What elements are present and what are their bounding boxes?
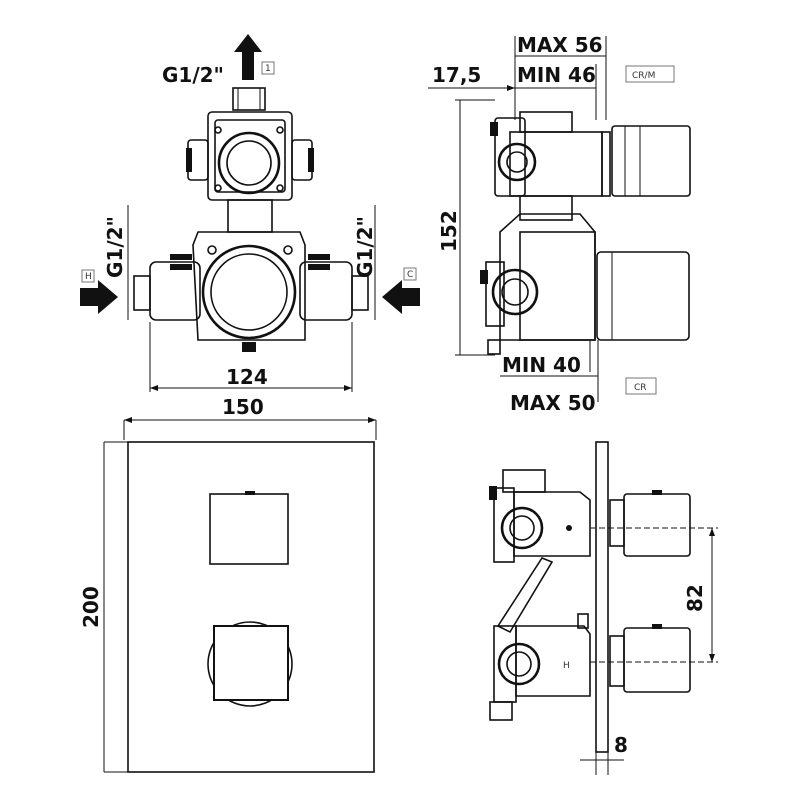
max-depth-top-label: MAX 56: [517, 33, 603, 57]
arrow-left-icon: [382, 280, 420, 314]
plate-width-label: 150: [222, 395, 264, 419]
cover-plate-side-view: H 82 8: [489, 441, 718, 775]
right-thread-label: G1/2": [353, 216, 377, 278]
valve-body-side-view: MAX 56 MIN 46 17,5 CR/M 152: [428, 33, 691, 415]
hot-inlet-tag: H: [85, 272, 92, 282]
side-depth-label: 17,5: [432, 63, 481, 87]
min-depth-top-label: MIN 46: [517, 63, 596, 87]
valve-body-front-view: 1 G1/2": [80, 34, 420, 392]
top-thread-label: G1/2": [162, 63, 224, 87]
outlet-number-label: 1: [265, 64, 271, 74]
max-depth-bottom-label: MAX 50: [510, 391, 596, 415]
body-width-label: 124: [226, 365, 268, 389]
side-height-label: 152: [437, 210, 461, 252]
arrow-right-icon: [80, 280, 118, 314]
plate-height-label: 200: [79, 586, 103, 628]
handle-spacing-label: 82: [683, 584, 707, 612]
arrow-up-icon: [234, 34, 262, 80]
outlet-tag-box: [261, 61, 275, 75]
cold-inlet-tag: C: [407, 270, 413, 280]
min-depth-bottom-label: MIN 40: [502, 353, 581, 377]
variant-bottom-tag: CR: [634, 383, 647, 393]
left-thread-label: G1/2": [103, 216, 127, 278]
variant-top-tag: CR/M: [632, 71, 655, 81]
plate-thickness-label: 8: [614, 733, 628, 757]
h-marker: H: [563, 661, 570, 671]
cover-plate-front-view: 150 200: [79, 395, 377, 773]
